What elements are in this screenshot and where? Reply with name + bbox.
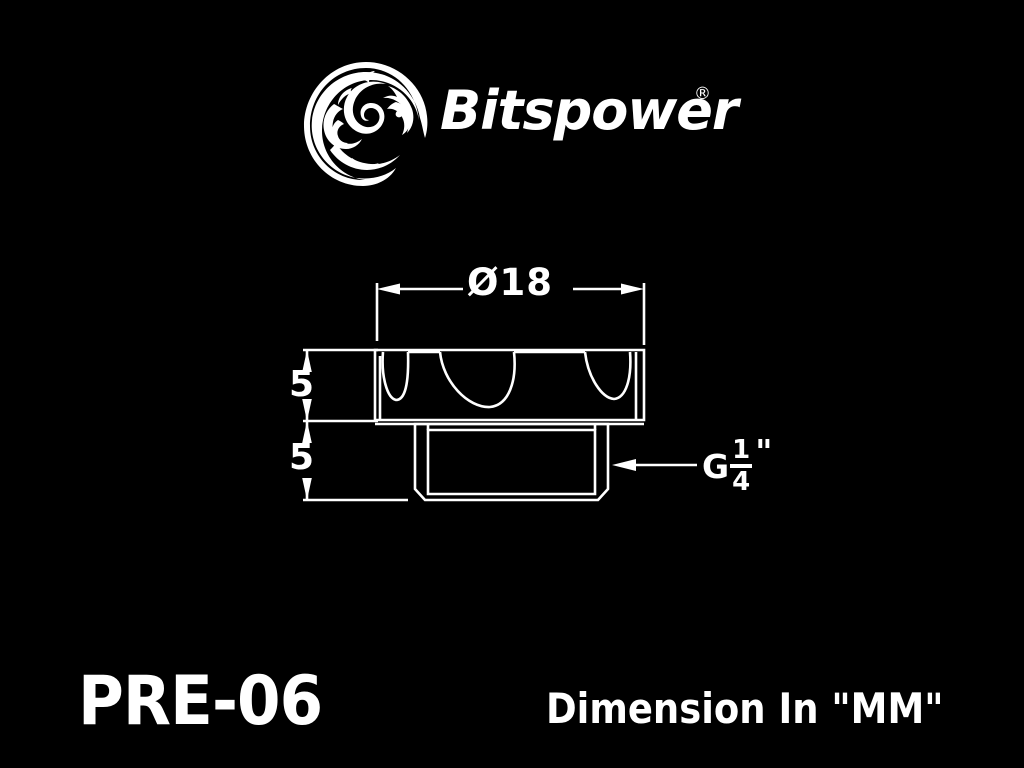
thread-callout-prefix: G	[702, 446, 730, 486]
part-number-label: PRE-06	[78, 662, 323, 741]
thread-callout-fraction: 1 4	[730, 435, 753, 497]
fraction-numerator: 1	[732, 435, 751, 465]
bitspower-wordmark: Bitspower	[440, 79, 739, 142]
knurl-curve-2	[438, 351, 516, 409]
thread-minor-outline	[426, 428, 597, 496]
arrowhead-height-top-down	[302, 399, 312, 421]
bitspower-logo: Bitspower ®	[300, 58, 739, 190]
arrowhead-diameter-left	[377, 283, 400, 295]
registered-trademark-mark: ®	[694, 84, 711, 104]
fraction-bar	[730, 464, 753, 468]
dimension-label-cap-height: 5	[289, 364, 315, 405]
bitspower-dragon-emblem-icon	[304, 62, 428, 186]
knurl-curve-3	[583, 351, 632, 401]
knurl-curve-1	[381, 351, 410, 402]
arrowhead-height-bottom-down	[302, 478, 312, 500]
units-note-label: Dimension In "MM"	[546, 684, 944, 733]
thread-major-outline	[413, 422, 610, 502]
arrowhead-height-bottom-up	[302, 421, 312, 443]
thread-callout-inch-mark: "	[755, 432, 773, 471]
arrowhead-height-top-up	[302, 350, 312, 372]
arrowhead-thread-callout	[612, 459, 636, 471]
thread-callout-label: G 1 4 "	[702, 432, 773, 497]
dimension-label-thread-length: 5	[289, 437, 315, 478]
dimension-label-diameter: Ø18	[467, 261, 553, 304]
fraction-denominator: 4	[732, 467, 751, 497]
cap-outline	[373, 348, 646, 422]
arrowhead-diameter-right	[621, 283, 644, 295]
